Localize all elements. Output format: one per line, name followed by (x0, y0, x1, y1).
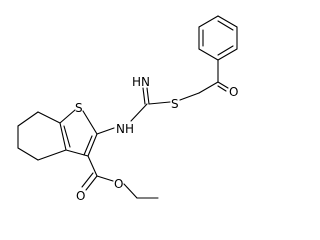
bond (59, 109, 76, 124)
atom-s-thio: S (171, 97, 179, 111)
bond (87, 133, 98, 157)
bond-ch2-s (179, 92, 200, 101)
atom-s-ring: S (75, 101, 83, 115)
bond-o-ch2 (123, 183, 138, 199)
bond-s-amidine (148, 101, 171, 105)
bond (17, 111, 39, 127)
phenyl-ring (198, 15, 238, 61)
bond-c-o-carbonyl (85, 175, 98, 191)
bond-carbonyl-ch2 (198, 81, 219, 94)
bond (82, 110, 98, 135)
thiophene-ring: S (59, 101, 98, 157)
cyclohexene-ring (17, 111, 67, 161)
atom-nh-amine: NH (116, 122, 134, 136)
bond (37, 149, 67, 161)
structure-diagram: O S HN NH S O O (17, 15, 239, 203)
bond-c-nh-imine-double (142, 87, 146, 105)
bond-inner (217, 20, 234, 31)
bond-c-nh-imine (146, 87, 150, 105)
bond-c3-ester (87, 155, 98, 177)
atom-o-ketone: O (229, 85, 238, 99)
atom-nh-imine: HN (132, 75, 150, 89)
bond (59, 122, 67, 151)
atom-o-ester: O (114, 177, 123, 191)
structure-svg: O S HN NH S O O (17, 15, 239, 203)
bond (198, 15, 219, 28)
bond (65, 149, 89, 157)
bond-inner (217, 45, 234, 56)
bond-nh-c2 (96, 127, 115, 135)
bond-c-o-carbonyl-double (81, 172, 94, 188)
bond (17, 147, 39, 161)
bond (198, 48, 219, 61)
bond (217, 48, 238, 61)
bond (37, 111, 61, 124)
atom-o-carbonyl: O (76, 189, 85, 203)
bond-inner (63, 125, 71, 148)
bond-c-nh-amine (130, 103, 148, 122)
bond-c-o-ester (96, 175, 114, 182)
bond-inner (83, 135, 93, 156)
bond-co-double (217, 85, 227, 92)
bond-co (217, 81, 229, 89)
bond (217, 15, 238, 28)
